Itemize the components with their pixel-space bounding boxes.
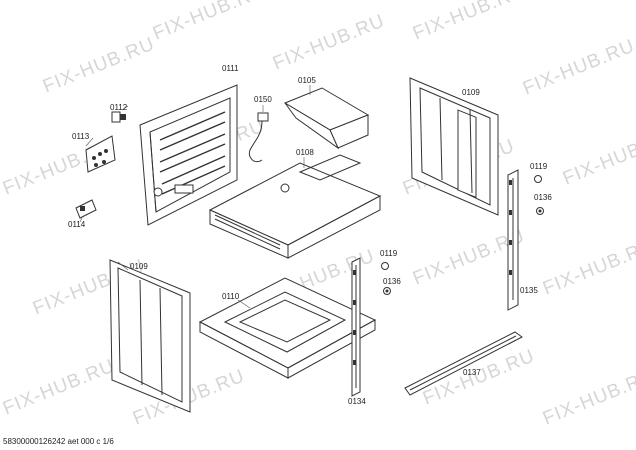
fastener-0136-left [383,287,391,295]
label-0108: 0108 [296,148,314,157]
rail-0134 [351,257,361,397]
fastener-0119-left [381,262,389,270]
label-0111: 0111 [222,64,239,73]
clip-0114 [75,199,97,223]
label-0113: 0113 [72,132,90,141]
side-panel-0109-right [409,77,499,216]
label-0150: 0150 [254,95,272,104]
label-0134: 0134 [348,397,366,406]
bottom-pan-0110 [198,277,377,379]
label-0119-right: 0119 [530,162,548,171]
label-0119-left: 0119 [380,249,398,258]
label-0109-right: 0109 [462,88,480,97]
rail-0137 [404,331,523,396]
label-0109-left: 0109 [130,262,148,271]
back-panel-0111 [139,84,238,226]
label-0110: 0110 [222,292,240,301]
fastener-0136-right [536,207,544,215]
control-bracket-0113 [85,135,116,173]
label-0136-left: 0136 [383,277,401,286]
cable-0150 [248,105,269,163]
clip-0112 [111,105,129,123]
duct-0105 [283,85,370,150]
top-housing-0108 [208,154,382,259]
label-0135: 0135 [520,286,538,295]
label-0136-right: 0136 [534,193,552,202]
label-0114: 0114 [68,220,86,229]
document-footer: 58300000126242 aet 000 c 1/6 [3,437,114,446]
label-0105: 0105 [298,76,316,85]
label-0112: 0112 [110,103,128,112]
side-panel-0109-left [109,259,191,413]
rail-0135 [507,169,519,311]
fastener-0119-right [534,175,542,183]
label-0137: 0137 [463,368,481,377]
